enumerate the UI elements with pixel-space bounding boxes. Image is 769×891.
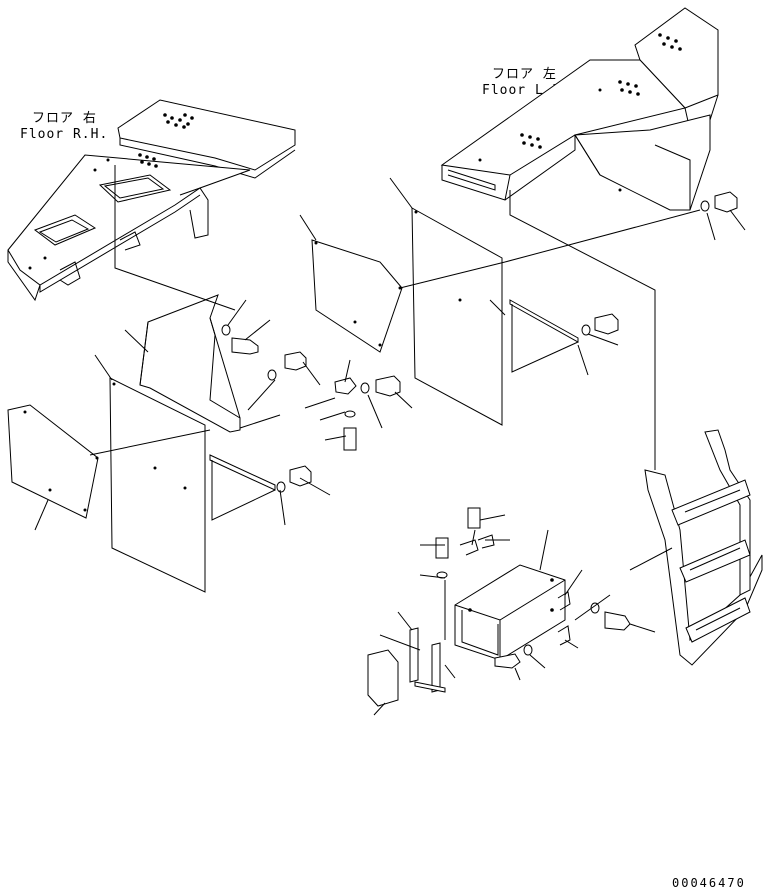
- floor-rh-jp-label: フロア 右: [32, 111, 97, 126]
- ladder-assembly: [644, 429, 763, 666]
- middle-cover-panels: [311, 207, 579, 426]
- fasteners: [221, 191, 738, 669]
- vent-holes-lh: [478, 33, 682, 192]
- floor-rh-en-label: Floor R.H.: [20, 127, 108, 142]
- left-cover-panels: [7, 294, 276, 593]
- floor-lh-jp-label: フロア 左: [492, 67, 557, 82]
- floor-rh-assembly: [7, 99, 296, 302]
- leader-lines: [34, 165, 746, 716]
- tool-box: [367, 534, 571, 707]
- drawing-code: 00046470: [672, 876, 746, 890]
- vent-holes-rh: [28, 113, 194, 270]
- floor-lh-assembly: [440, 7, 719, 211]
